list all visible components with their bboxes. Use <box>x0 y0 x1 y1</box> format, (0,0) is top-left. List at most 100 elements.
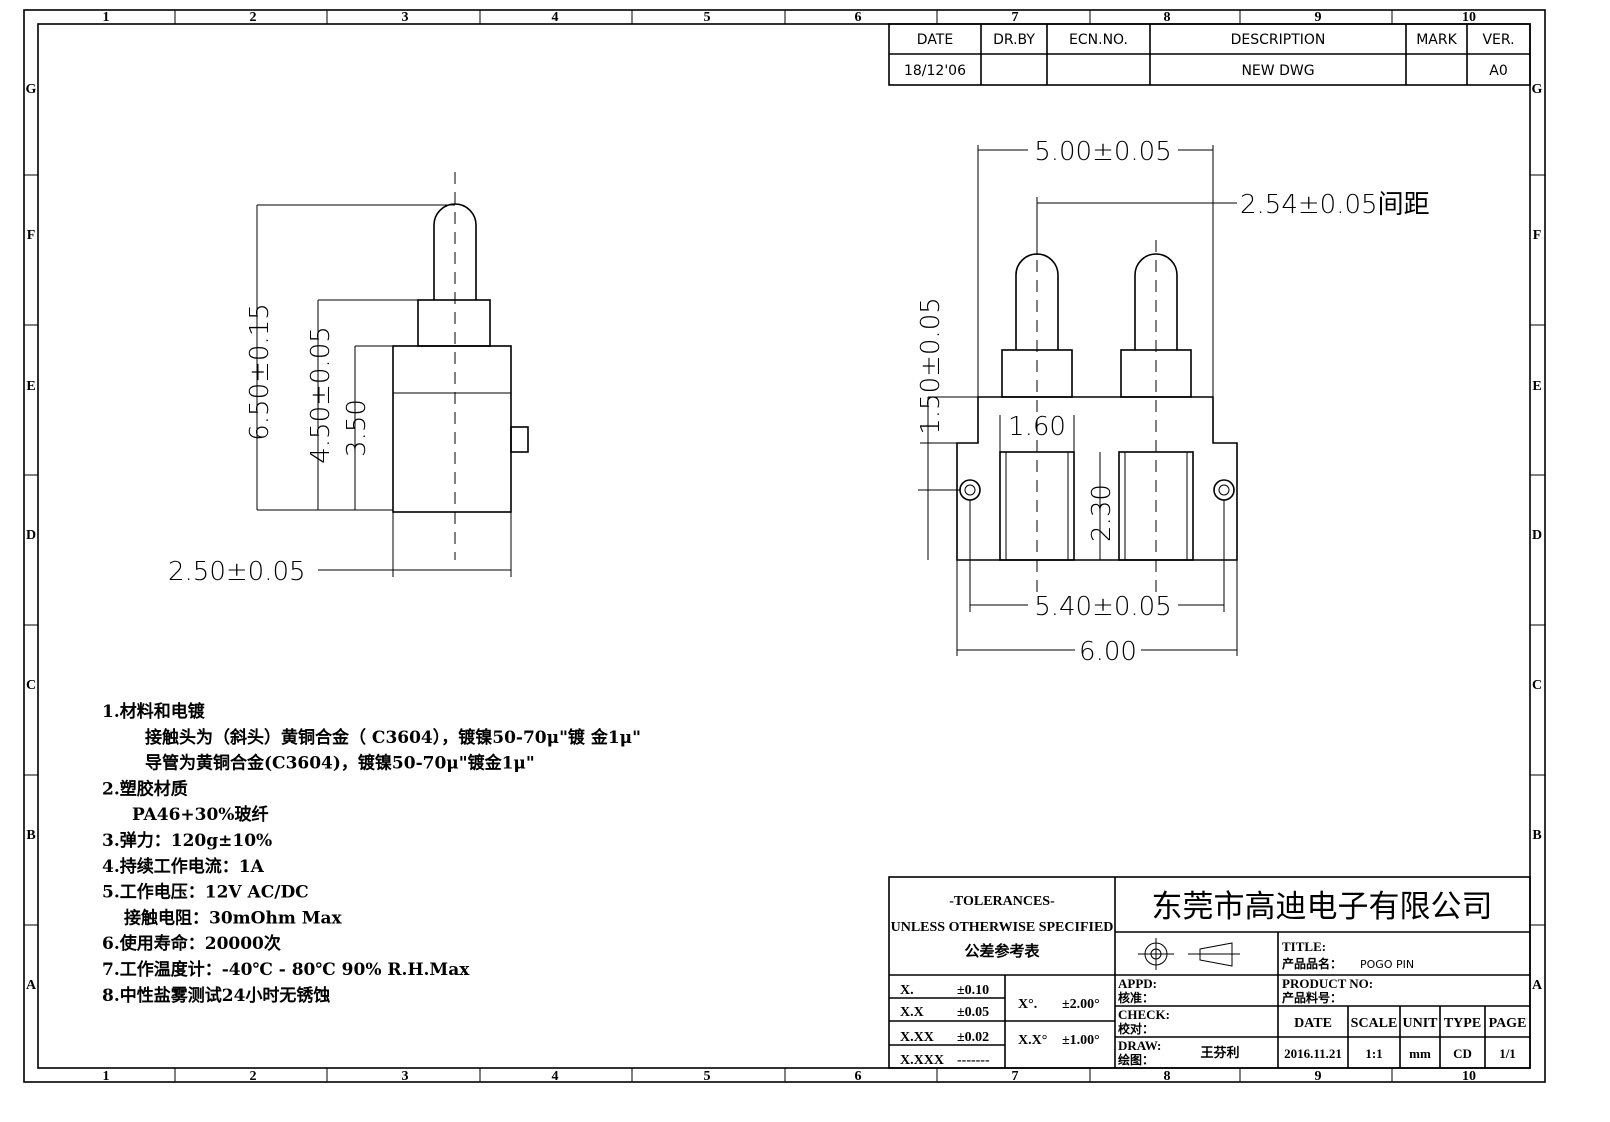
grid-column-label: 8 <box>1164 1069 1171 1084</box>
projection-symbol-icon <box>1138 938 1240 970</box>
grid-column-label: 3 <box>402 10 409 25</box>
grid-row-label: C <box>26 678 36 693</box>
dim-overall-width: 6.00 <box>1079 637 1137 667</box>
revision-cell: 18/12'06 <box>904 63 966 79</box>
grid-row-label: B <box>1532 828 1541 843</box>
note-line: 4.持续工作电流：1A <box>102 856 265 877</box>
grid-column-label: 7 <box>1012 10 1019 25</box>
title-block: -TOLERANCES- UNLESS OTHERWISE SPECIFIED … <box>888 876 1531 1069</box>
grid-column-label: 6 <box>855 10 862 25</box>
drawer-name: 王芬利 <box>1200 1045 1239 1060</box>
grid-row-label: A <box>1532 978 1543 993</box>
tolerance-format: X.XX <box>900 1030 934 1045</box>
note-line: 3.弹力：120g±10% <box>102 830 272 851</box>
grid-column-label: 3 <box>402 1069 409 1084</box>
revision-cell: NEW DWG <box>1241 63 1314 79</box>
revision-cell: A0 <box>1489 63 1507 79</box>
inner-border <box>37 23 1531 1069</box>
title-block-value: mm <box>1409 1046 1431 1061</box>
title-block-value: 1:1 <box>1365 1046 1382 1061</box>
tolerance-value: ±0.10 <box>957 983 989 998</box>
dim-window-height: 2.30 <box>1087 484 1117 542</box>
product-name: POGO PIN <box>1360 958 1414 971</box>
tolerances-title: -TOLERANCES- <box>949 894 1055 909</box>
dim-body-length: 3.50 <box>342 399 372 457</box>
grid-column-label: 1 <box>103 1069 110 1084</box>
grid-row-label: G <box>1532 82 1543 97</box>
tolerance-value: ±0.05 <box>957 1005 989 1020</box>
product-no-label: PRODUCT NO: <box>1282 976 1373 991</box>
title-block-value: 2016.11.21 <box>1284 1046 1342 1061</box>
title-block-value: 1/1 <box>1499 1046 1516 1061</box>
draw-label: DRAW: <box>1118 1038 1161 1053</box>
revision-header: DATE <box>917 32 953 48</box>
grid-column-label: 1 <box>103 10 110 25</box>
revision-header: DESCRIPTION <box>1231 32 1326 48</box>
grid-row-label: E <box>26 379 35 394</box>
dim-body-width: 2.50±0.05 <box>168 557 306 587</box>
tolerance-format: X.XXX <box>900 1053 944 1068</box>
title-block-header: UNIT <box>1402 1016 1438 1031</box>
tolerance-value: ------- <box>957 1053 990 1068</box>
grid-column-label: 9 <box>1315 10 1322 25</box>
tolerance-value: ±0.02 <box>957 1030 989 1045</box>
dim-housing-top-width: 5.00±0.05 <box>1034 137 1172 167</box>
angular-tolerance-format: X.X° <box>1018 1033 1047 1048</box>
grid-row-label: C <box>1532 678 1542 693</box>
note-line: 接触头为（斜头）黄铜合金（ C3604），镀镍50-70μ"镀 金1μ" <box>145 727 641 748</box>
dim-plunger-length: 4.50±0.05 <box>306 326 336 464</box>
title-label: TITLE: <box>1282 939 1326 954</box>
note-line: 1.材料和电镀 <box>102 701 206 722</box>
note-line: 8.中性盐雾测试24小时无锈蚀 <box>102 985 330 1006</box>
title-block-header: DATE <box>1294 1016 1332 1031</box>
grid-column-label: 5 <box>704 10 711 25</box>
revision-header: ECN.NO. <box>1069 32 1128 48</box>
grid-column-label: 4 <box>552 10 559 25</box>
grid-row-label: G <box>26 82 37 97</box>
grid-column-label: 10 <box>1462 1069 1476 1084</box>
title-block-header: TYPE <box>1444 1016 1481 1031</box>
grid-column-label: 2 <box>250 1069 257 1084</box>
grid-row-label: F <box>27 228 36 243</box>
note-line: 7.工作温度计：-40℃ - 80℃ 90% R.H.Max <box>102 959 470 980</box>
grid-column-label: 9 <box>1315 1069 1322 1084</box>
title-block-header: SCALE <box>1351 1016 1398 1031</box>
grid-row-label: D <box>26 528 36 543</box>
grid-column-label: 6 <box>855 1069 862 1084</box>
grid-column-label: 2 <box>250 10 257 25</box>
product-name-label: 产品品名： <box>1282 956 1342 971</box>
revision-table: DATE 18/12'06 DR.BY ECN.NO. DESCRIPTION NEW D… <box>888 23 1531 86</box>
grid-column-label: 4 <box>552 1069 559 1084</box>
note-line: 6.使用寿命：20000次 <box>102 933 281 954</box>
note-line: 接触电阻：30mOhm Max <box>124 907 343 928</box>
angular-tolerance-value: ±2.00° <box>1062 997 1100 1012</box>
revision-header: MARK <box>1416 32 1457 48</box>
check-cn: 校对： <box>1118 1021 1154 1036</box>
grid-row-label: B <box>26 828 35 843</box>
title-block-header: PAGE <box>1489 1016 1527 1031</box>
company-name: 东莞市高迪电子有限公司 <box>1152 889 1493 925</box>
side-view: 6.50±0.15 4.50±0.05 3.50 2.50±0.05 <box>168 172 529 587</box>
tolerances-subtitle: UNLESS OTHERWISE SPECIFIED <box>891 920 1114 935</box>
grid-column-label: 10 <box>1462 10 1476 25</box>
angular-tolerance-value: ±1.00° <box>1062 1033 1100 1048</box>
tolerance-format: X. <box>900 983 914 998</box>
tolerances-cn: 公差参考表 <box>964 942 1040 960</box>
revision-header: DR.BY <box>993 32 1035 48</box>
grid-column-label: 5 <box>704 1069 711 1084</box>
note-line: 5.工作电压：12V AC/DC <box>102 882 309 903</box>
grid-row-label: F <box>1533 228 1542 243</box>
tolerance-format: X.X <box>900 1005 924 1020</box>
dim-hole-spacing: 5.40±0.05 <box>1034 592 1172 622</box>
note-line: 导管为黄铜合金(C3604)，镀镍50-70μ"镀金1μ" <box>145 753 535 774</box>
grid-column-label: 8 <box>1164 10 1171 25</box>
appd-cn: 核准： <box>1118 990 1154 1005</box>
front-view: 5.00±0.05 2.54±0.05间距 1.50±0.05 1.60 2.3… <box>916 137 1430 667</box>
dim-pitch: 2.54±0.05间距 <box>1240 190 1430 220</box>
check-label: CHECK: <box>1118 1007 1170 1022</box>
dim-window-width: 1.60 <box>1008 412 1066 442</box>
product-no-cn: 产品料号： <box>1282 990 1342 1005</box>
note-line: PA46+30%玻纤 <box>132 804 268 825</box>
